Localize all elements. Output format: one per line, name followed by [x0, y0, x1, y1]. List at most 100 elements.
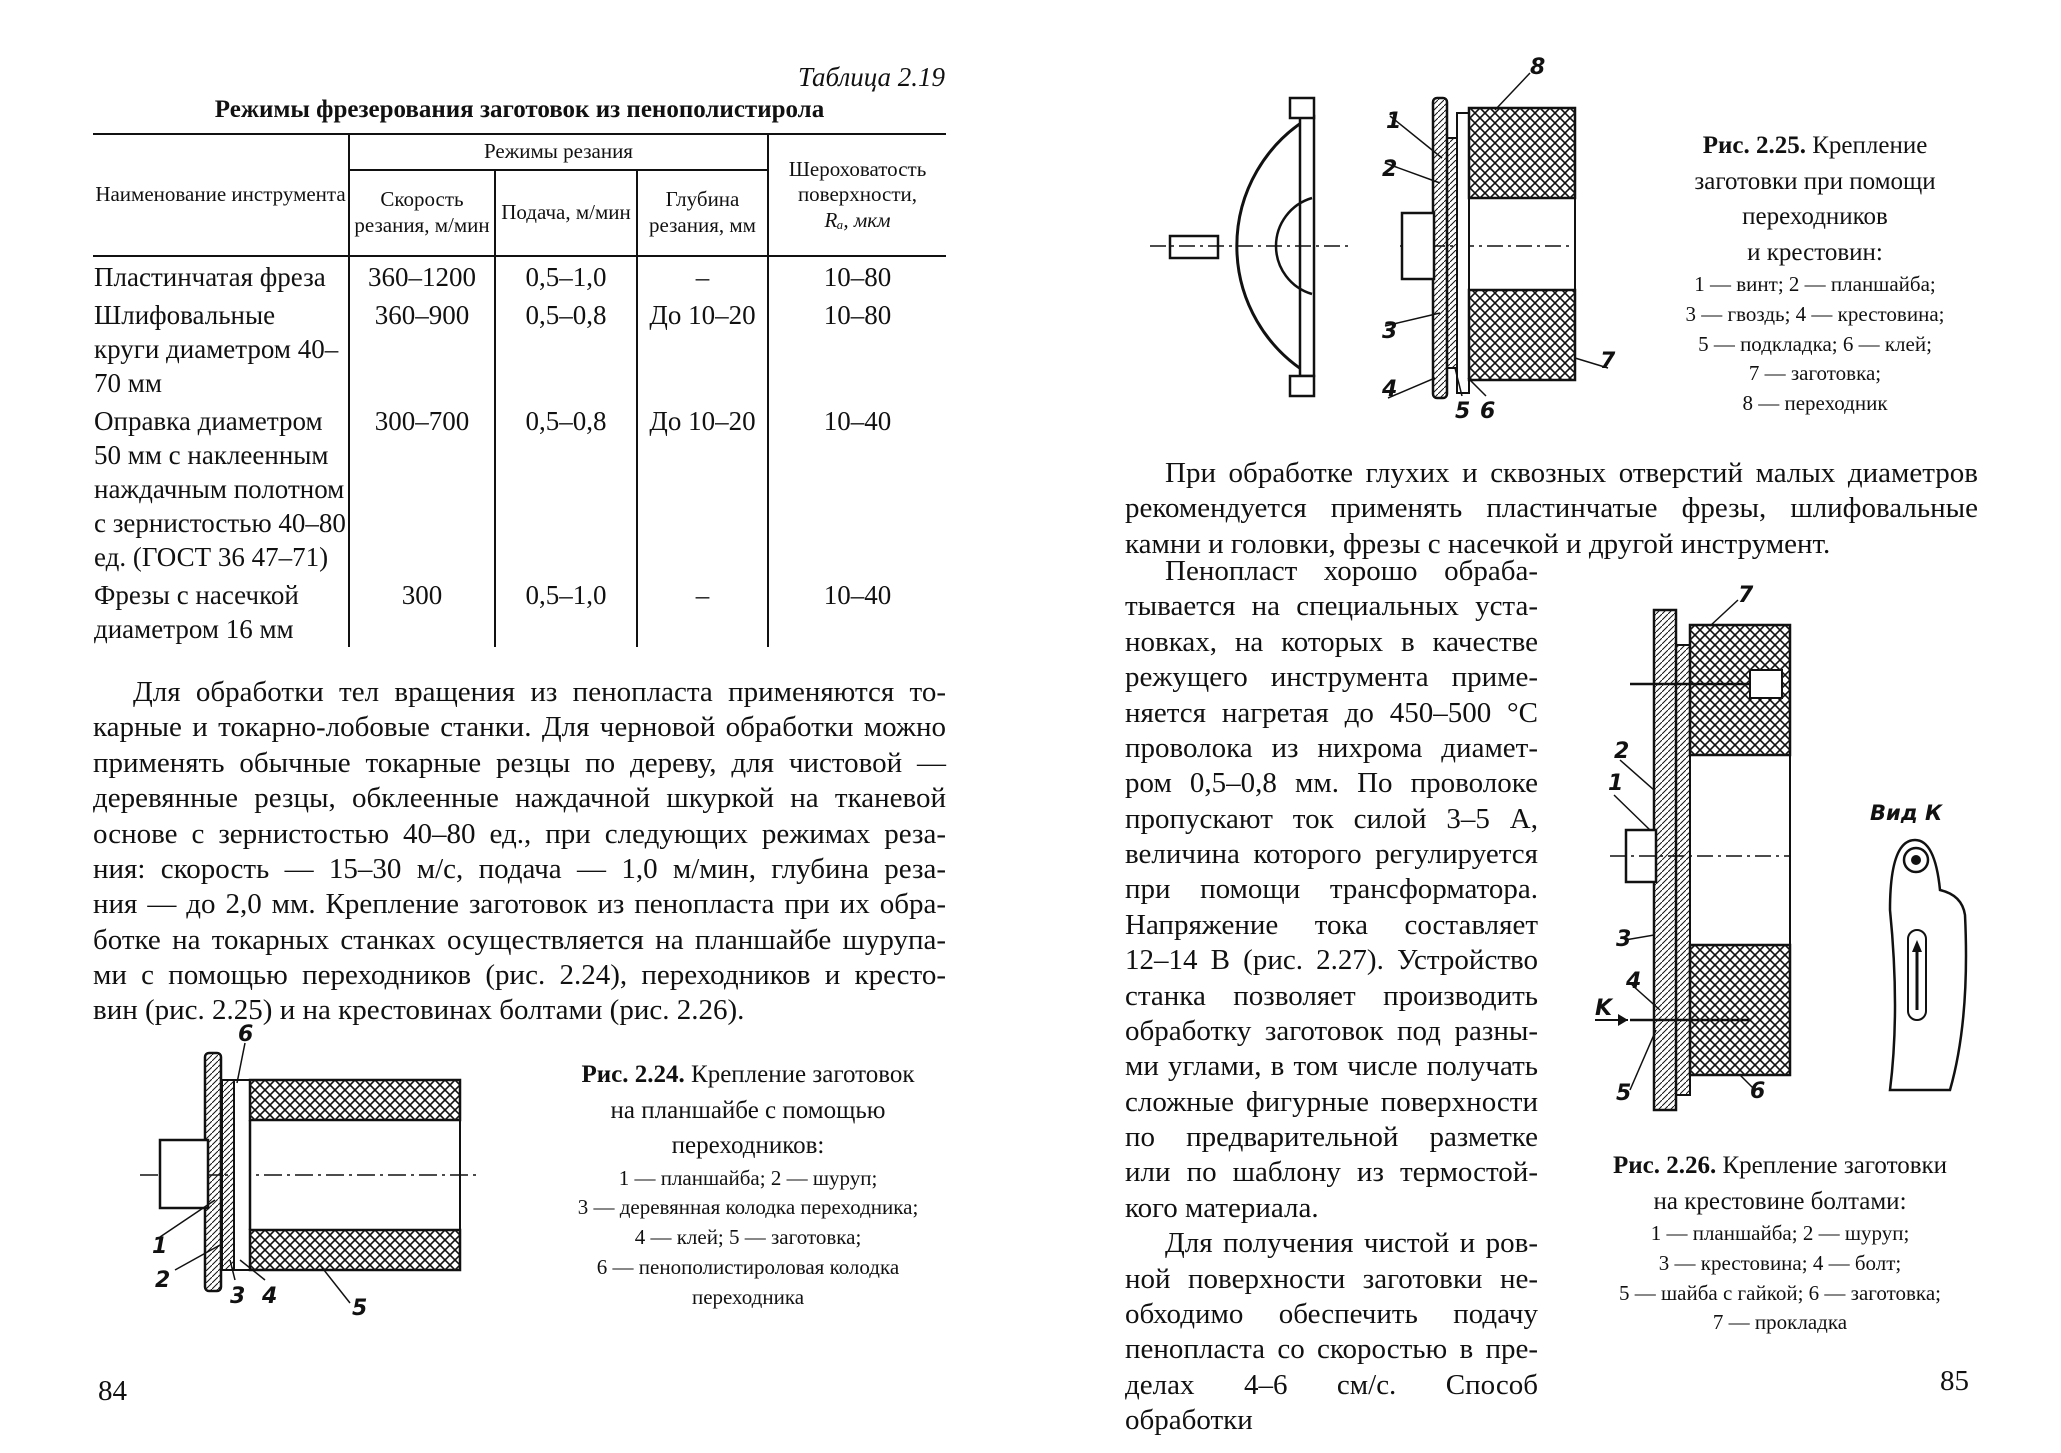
- fig26-label-K: K: [1595, 996, 1614, 1021]
- cell-feed: 0,5–0,8: [494, 401, 637, 576]
- fig26-label-5: 5: [1616, 1081, 1631, 1106]
- cell-speed: 300: [348, 575, 495, 648]
- fig26-drawing: K 7 2 1 3 4 5 6 Вид К: [1595, 583, 1968, 1112]
- text-line: камни и головки, фрезы с насечкой и друг…: [1125, 527, 1831, 560]
- text-line: проволока из нихрома диамет-: [1125, 731, 1538, 764]
- cell-depth: До 10–20: [636, 295, 768, 402]
- fig24-line: переходников:: [671, 1132, 825, 1159]
- page-number-left: 84: [98, 1375, 127, 1407]
- fig26-legend: 7 — прокладка: [1712, 1310, 1848, 1335]
- text-line: ния: скорость — 15–30 м/с, подача — 1,0 …: [93, 852, 946, 885]
- fig24-drawing: 1 2 3 4 5 6: [140, 1022, 480, 1321]
- fig24-label-4: 4: [261, 1284, 277, 1309]
- text-line: карные и токарно-лобовые станки. Для чер…: [93, 711, 946, 744]
- fig25-caption: Рис. 2.25. Крепление заготовки при помощ…: [1650, 128, 1980, 419]
- text-line: режущего инструмента приме-: [1125, 661, 1538, 694]
- table-number: Таблица 2.19: [798, 62, 946, 92]
- cell-roughness: 10–40: [767, 575, 946, 648]
- fig26-legend: 3 — крестовина; 4 — болт;: [1658, 1250, 1902, 1275]
- text-line: или по шаблону из термостой-: [1125, 1156, 1538, 1189]
- cell-feed: 0,5–0,8: [494, 295, 637, 402]
- table-row: Фрезы с насечкой диаметром 16 мм 300 0,5…: [93, 575, 946, 648]
- text-line: обходимо обеспечить подачу: [1125, 1297, 1538, 1330]
- fig25-label-7: 7: [1600, 349, 1616, 374]
- text-line: пенопласта со скоростью в пре-: [1125, 1333, 1538, 1366]
- header-roughness: Шероховатость поверхности, Rₐ, мкм: [767, 133, 946, 257]
- cell-speed: 300–700: [348, 401, 495, 576]
- fig24-label-1: 1: [152, 1234, 167, 1259]
- cell-depth: До 10–20: [636, 401, 768, 576]
- fig26-label-6: 6: [1750, 1079, 1765, 1104]
- header-feed: Подача, м/мин: [494, 170, 637, 257]
- cell-depth: –: [636, 256, 768, 296]
- text-line: 12–14 В (рис. 2.27). Устройство: [1125, 944, 1538, 977]
- header-tool: Наименование инструмента: [93, 133, 349, 257]
- fig25-label-3: 3: [1382, 319, 1397, 344]
- right-paragraph-1: При обработке глухих и сквозных отверсти…: [1125, 456, 1978, 562]
- fig25-drawing: 8 1 2 3 4 5 6 7: [1150, 55, 1616, 424]
- fig26-label-3: 3: [1616, 927, 1631, 952]
- cell-tool: Пластинчатая фреза: [94, 262, 326, 292]
- text-line: сложные фигурные поверхности: [1125, 1085, 1538, 1118]
- fig26-legend: 5 — шайба с гайкой; 6 — заготовка;: [1619, 1280, 1941, 1305]
- text-line: вин (рис. 2.25) и на крестовинах болтами…: [93, 994, 745, 1027]
- text-line: при помощи трансформатора.: [1125, 873, 1538, 906]
- fig24-legend: переходника: [691, 1284, 805, 1309]
- left-paragraph: Для обработки тел вращения из пенопласта…: [93, 675, 946, 1029]
- text-line: ния — до 2,0 мм. Крепление заготовок из …: [93, 888, 946, 921]
- text-line: делах 4–6 см/с. Способ обработки: [1125, 1368, 1538, 1436]
- table-row: Пластинчатая фреза 360–1200 0,5–1,0 – 10…: [93, 256, 946, 296]
- text-line: кого материала.: [1125, 1191, 1319, 1224]
- text-line: применять обычные токарные резцы по дере…: [93, 746, 946, 779]
- fig25-line: и крестовин:: [1747, 238, 1883, 266]
- fig25-label-2: 2: [1382, 157, 1397, 182]
- header-modes: Режимы резания: [348, 133, 768, 171]
- cell-speed: 360–1200: [348, 256, 495, 296]
- text-line: Для обработки тел вращения из пенопласта…: [133, 676, 946, 708]
- header-depth: Глубина резания, мм: [636, 170, 768, 257]
- fig24-legend: 6 — пенополистироловая колодка: [596, 1254, 900, 1279]
- fig24-legend: 3 — деревянная колодка переходника;: [577, 1195, 919, 1220]
- text-line: станка позволяет производить: [1125, 979, 1538, 1012]
- fig25-label-4: 4: [1381, 377, 1397, 402]
- text-line: ной поверхности заготовки не-: [1125, 1262, 1538, 1295]
- text-line: по предварительной разметке: [1125, 1121, 1538, 1153]
- text-line: новках, на которых в качестве: [1125, 625, 1538, 658]
- fig26-label-7: 7: [1738, 583, 1754, 608]
- text-line: обработку заготовок под разны-: [1125, 1014, 1538, 1047]
- text-line: ром 0,5–0,8 мм. По проволоке: [1125, 767, 1538, 800]
- fig26-caption: Рис. 2.26. Крепление заготовки на кресто…: [1560, 1148, 2000, 1338]
- fig26-title-rest: Крепление заготовки: [1722, 1152, 1948, 1179]
- fig25-line: заготовки при помощи: [1694, 167, 1936, 195]
- fig24-title-rest: Крепление заготовок: [691, 1061, 915, 1088]
- table-row: Оправка диаметром 50 мм с наклеен­ным на…: [93, 401, 946, 576]
- cell-tool: Шлифовальные круги диаметром 40–70 мм: [94, 300, 339, 399]
- cell-roughness: 10–80: [767, 256, 946, 296]
- fig24-legend: 4 — клей; 5 — заготовка;: [634, 1225, 862, 1250]
- fig25-title: Рис. 2.25.: [1702, 132, 1806, 159]
- header-speed: Скорость резания, м/мин: [348, 170, 495, 257]
- cell-speed: 360–900: [348, 295, 495, 402]
- fig24-title: Рис. 2.24.: [581, 1061, 685, 1088]
- text-line: ми с помощью переходников (рис. 2.24), п…: [93, 959, 946, 991]
- cell-feed: 0,5–1,0: [494, 575, 637, 648]
- cell-roughness: 10–80: [767, 295, 946, 402]
- fig24-label-5: 5: [352, 1296, 367, 1321]
- text-line: величина которого регулируется: [1125, 838, 1538, 870]
- header-roughness-label: Шероховатость поверхности,: [788, 156, 927, 207]
- text-line: Для получения чистой и ров-: [1165, 1227, 1538, 1260]
- fig25-label-5: 5: [1455, 399, 1470, 424]
- fig26-label-2: 2: [1614, 739, 1629, 764]
- right-paragraph-2: Пенопласт хорошо обраба- тывается на спе…: [1125, 554, 1538, 1438]
- fig26-view-label: Вид К: [1870, 801, 1943, 825]
- fig26-label-1: 1: [1608, 771, 1623, 796]
- fig24-label-3: 3: [230, 1284, 245, 1309]
- fig25-legend: 1 — винт; 2 — планшайба;: [1694, 272, 1936, 296]
- fig24-line: на планшайбе с помощью: [610, 1096, 886, 1124]
- fig25-label-6: 6: [1480, 399, 1495, 424]
- text-line: деревянные резцы, обклеенные наждачной ш…: [93, 782, 946, 815]
- text-line: ми углами, в том числе получать: [1125, 1050, 1538, 1083]
- text-line: пропускают ток силой 3–5 А,: [1125, 802, 1538, 835]
- fig25-legend: 7 — заготовка;: [1748, 361, 1882, 386]
- text-line: основе с зернистостью 40–80 ед., при сле…: [93, 817, 946, 850]
